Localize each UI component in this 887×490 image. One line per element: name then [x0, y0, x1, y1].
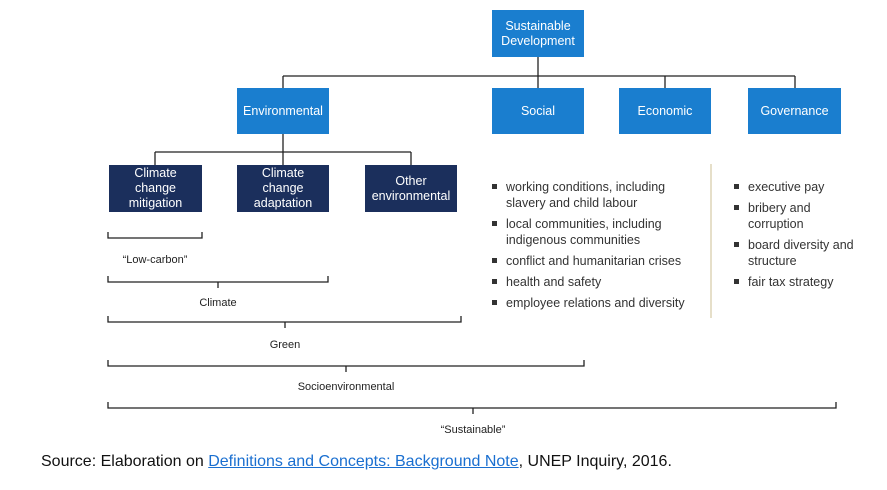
environmental-label: Environmental: [243, 103, 323, 118]
environmental-box: Environmental: [237, 88, 329, 134]
bracket-sustainable: [107, 402, 837, 409]
governance-bullet-item: executive pay: [732, 179, 882, 195]
root-line2: Development: [501, 33, 575, 48]
bracket-socioenvironmental: [107, 360, 585, 367]
social-bullet-item: local communities, including indigenous …: [490, 216, 705, 248]
source-suffix: , UNEP Inquiry, 2016.: [518, 453, 672, 470]
mitigation-line1: Climate change: [134, 166, 177, 195]
governance-bullet-item: fair tax strategy: [732, 274, 882, 290]
social-bullet-item: employee relations and diversity: [490, 295, 705, 311]
climate-label: Climate: [199, 297, 237, 309]
governance-box: Governance: [748, 88, 841, 134]
bracket-low-carbon: [107, 232, 203, 239]
socioenvironmental-label: Socioenvironmental: [297, 381, 395, 393]
social-bullet-item: conflict and humanitarian crises: [490, 253, 705, 269]
green-label: Green: [269, 339, 301, 351]
climate-change-mitigation-box: Climate change mitigation: [109, 165, 202, 212]
social-box: Social: [492, 88, 584, 134]
source-citation: Source: Elaboration on Definitions and C…: [41, 453, 672, 471]
sustainable-development-box: Sustainable Development: [492, 10, 584, 57]
social-label: Social: [520, 103, 556, 118]
climate-change-adaptation-box: Climate change adaptation: [237, 165, 329, 212]
social-bullet-list: working conditions, including slavery an…: [490, 179, 705, 316]
economic-box: Economic: [619, 88, 711, 134]
sustainable-label: “Sustainable”: [440, 424, 506, 436]
governance-bullet-item: bribery and corruption: [732, 200, 882, 232]
adaptation-line2: adaptation: [253, 196, 313, 210]
governance-bullet-item: board diversity and structure: [732, 237, 882, 269]
social-bullet-item: working conditions, including slavery an…: [490, 179, 705, 211]
bracket-climate: [107, 276, 329, 283]
social-bullet-item: health and safety: [490, 274, 705, 290]
adaptation-line1: Climate change: [261, 166, 305, 195]
other-line1: Other: [395, 173, 427, 188]
economic-label: Economic: [637, 103, 693, 118]
low-carbon-label: “Low-carbon”: [122, 254, 188, 266]
other-line2: environmental: [371, 188, 451, 203]
source-prefix: Source: Elaboration on: [41, 453, 209, 470]
governance-bullet-list: executive pay bribery and corruption boa…: [732, 179, 882, 295]
other-environmental-box: Other environmental: [365, 165, 457, 212]
source-link[interactable]: Definitions and Concepts: Background Not…: [208, 453, 519, 470]
bracket-green: [107, 316, 462, 323]
governance-label: Governance: [760, 103, 829, 118]
root-line1: Sustainable: [505, 18, 571, 33]
mitigation-line2: mitigation: [128, 196, 183, 210]
